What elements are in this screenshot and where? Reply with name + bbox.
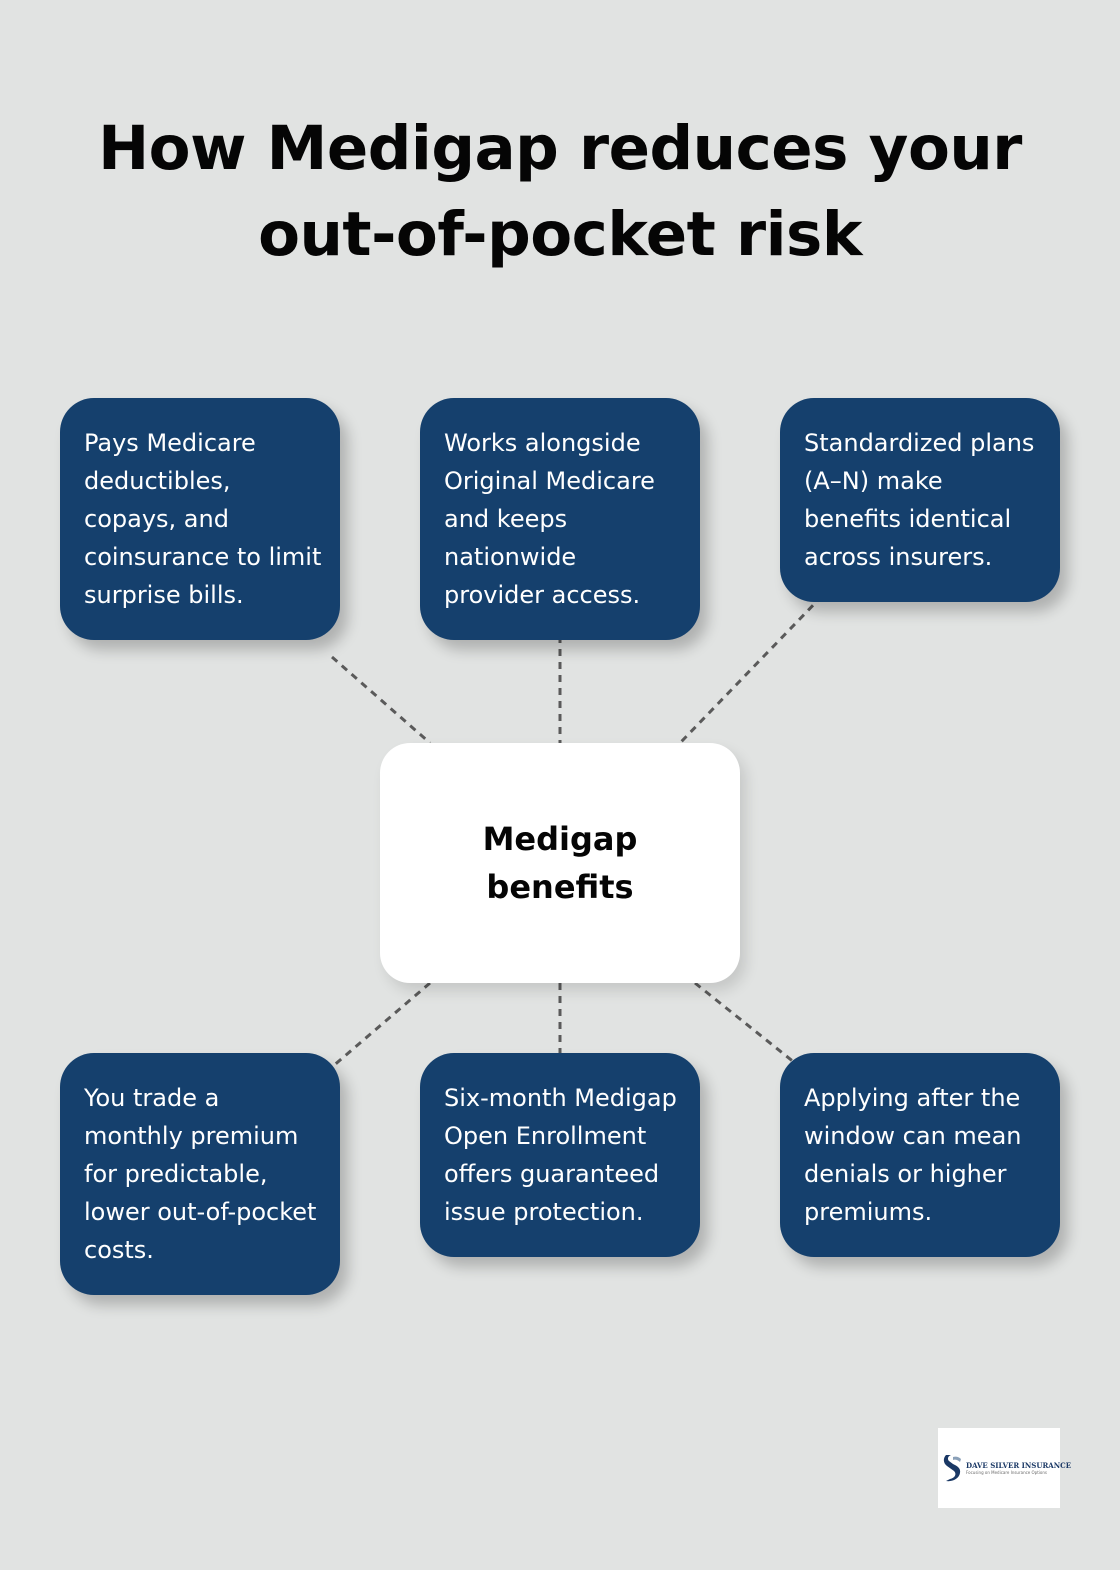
benefit-card-text: Standardized plans (A–N) make benefits i… <box>804 429 1035 571</box>
connector-line-3 <box>678 594 824 745</box>
benefit-card-deductibles: Pays Medicare deductibles, copays, and c… <box>60 398 340 640</box>
center-node-label: Medigap benefits <box>482 820 638 906</box>
logo-company-name: DAVE SILVER INSURANCE <box>966 1460 1072 1470</box>
dave-silver-insurance-logo-icon <box>943 1455 961 1482</box>
benefit-card-open-enrollment: Six-month Medigap Open Enrollment offers… <box>420 1053 700 1257</box>
logo-tagline: Focusing on Medicare Insurance Options <box>966 1469 1047 1475</box>
benefit-card-text: Six-month Medigap Open Enrollment offers… <box>444 1084 677 1226</box>
benefit-card-text: You trade a monthly premium for predicta… <box>84 1084 317 1264</box>
benefit-card-original-medicare: Works alongside Original Medicare and ke… <box>420 398 700 640</box>
page-title: How Medigap reduces your out-of-pocket r… <box>98 113 1022 270</box>
benefit-card-late-application: Applying after the window can mean denia… <box>780 1053 1060 1257</box>
benefit-card-text: Works alongside Original Medicare and ke… <box>444 429 655 609</box>
logo-text: DAVE SILVER INSURANCE Focusing on Medica… <box>966 1461 1071 1476</box>
benefit-card-standardized-plans: Standardized plans (A–N) make benefits i… <box>780 398 1060 602</box>
connector-line-4 <box>331 981 431 1069</box>
benefit-card-text: Pays Medicare deductibles, copays, and c… <box>84 429 322 609</box>
connector-line-1 <box>331 655 431 745</box>
center-node: Medigap benefits <box>380 743 740 983</box>
benefit-card-text: Applying after the window can mean denia… <box>804 1084 1022 1226</box>
benefit-card-monthly-premium: You trade a monthly premium for predicta… <box>60 1053 340 1295</box>
connector-line-6 <box>694 981 796 1065</box>
company-logo: DAVE SILVER INSURANCE Focusing on Medica… <box>938 1428 1071 1508</box>
